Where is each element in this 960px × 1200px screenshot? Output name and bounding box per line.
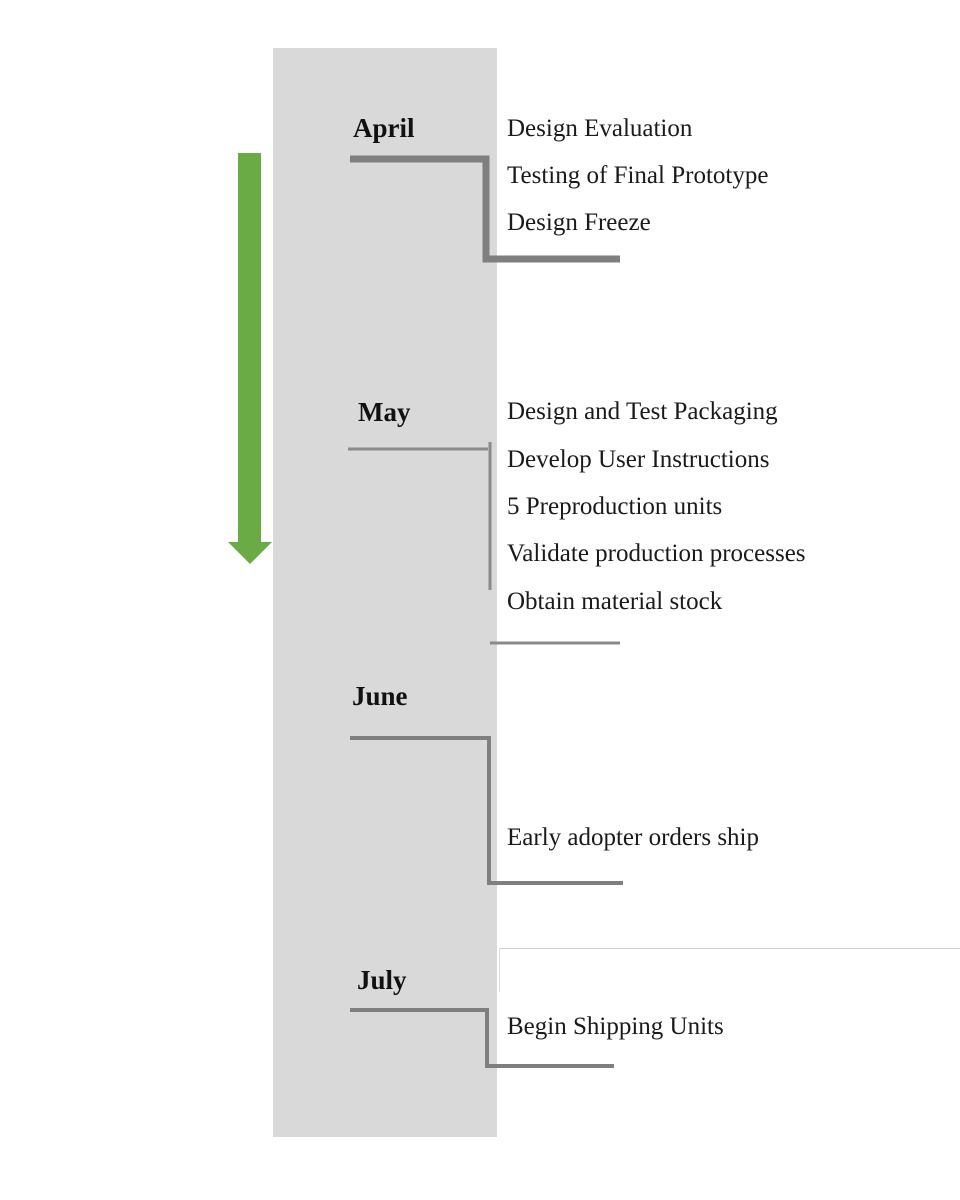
task-preproduction-units: 5 Preproduction units (507, 493, 723, 520)
divider-line (499, 948, 960, 949)
month-label-july: July (357, 965, 407, 995)
task-design-test-packaging: Design and Test Packaging (507, 398, 778, 425)
timeline-band (273, 48, 497, 1137)
task-design-freeze: Design Freeze (507, 209, 651, 236)
month-label-may: May (358, 397, 411, 427)
month-label-june: June (352, 681, 408, 711)
month-label-april: April (353, 113, 415, 143)
june-bracket (350, 736, 623, 885)
divider-tick (499, 948, 500, 992)
task-develop-user-instructions: Develop User Instructions (507, 446, 770, 473)
task-testing-final-prototype: Testing of Final Prototype (507, 162, 769, 189)
task-obtain-material-stock: Obtain material stock (507, 588, 723, 615)
task-early-adopter-orders: Early adopter orders ship (507, 824, 760, 851)
arrow-down-icon (228, 153, 272, 564)
task-begin-shipping: Begin Shipping Units (507, 1013, 724, 1040)
task-validate-production: Validate production processes (507, 540, 806, 567)
april-bracket (350, 155, 620, 263)
task-design-evaluation: Design Evaluation (507, 115, 693, 142)
july-bracket (350, 1008, 614, 1068)
